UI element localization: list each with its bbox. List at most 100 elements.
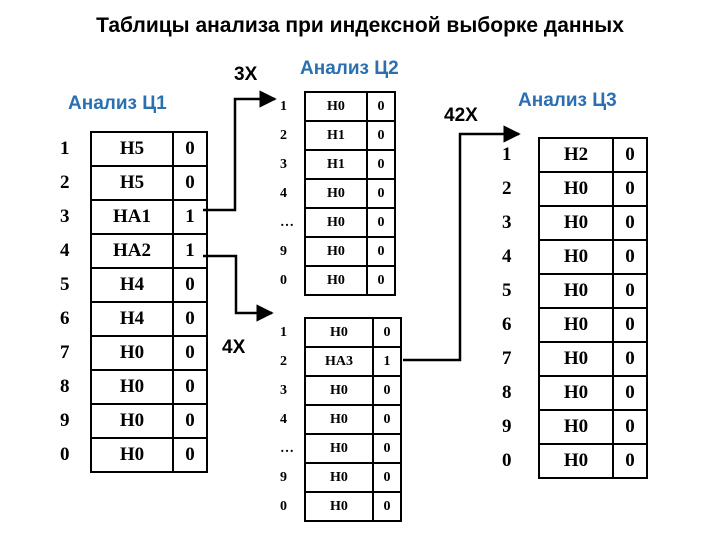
analysis-label-c1: Анализ Ц1: [68, 93, 167, 114]
row-flag: 0: [372, 462, 402, 493]
row-flag: 0: [612, 341, 648, 377]
row-code: H0: [304, 236, 368, 267]
row-index: 3: [280, 382, 287, 398]
row-flag: 0: [612, 409, 648, 445]
analysis-label-c2: Анализ Ц2: [300, 58, 399, 79]
row-flag: 0: [366, 207, 396, 238]
row-code: H0: [538, 341, 614, 377]
row-flag: 0: [372, 375, 402, 406]
row-flag: 0: [172, 369, 208, 405]
row-flag: 1: [172, 199, 208, 235]
row-flag: 0: [366, 236, 396, 267]
row-index: 0: [60, 444, 70, 465]
row-code: H0: [538, 239, 614, 275]
row-index: 4: [502, 246, 512, 267]
row-code: H0: [90, 437, 174, 473]
row-index: 0: [502, 450, 512, 471]
row-index: 3: [60, 206, 70, 227]
row-code: H1: [304, 149, 368, 180]
row-index: 7: [60, 342, 70, 363]
row-code: H0: [304, 178, 368, 209]
row-index: 0: [280, 498, 287, 514]
row-code: H0: [304, 491, 374, 522]
row-index: 9: [60, 410, 70, 431]
row-flag: 1: [372, 346, 402, 377]
multiplier-label-3x: 3X: [234, 64, 258, 85]
row-index: 3: [502, 212, 512, 233]
row-flag: 0: [612, 205, 648, 241]
row-index: 7: [502, 348, 512, 369]
row-flag: 0: [372, 404, 402, 435]
row-index: 0: [280, 272, 287, 288]
row-code: H4: [90, 301, 174, 337]
multiplier-label-4x: 4X: [222, 337, 246, 358]
row-code: HA3: [304, 346, 374, 377]
row-index: 4: [280, 411, 287, 427]
row-flag: 0: [372, 317, 402, 348]
row-flag: 0: [366, 265, 396, 296]
row-index: 1: [502, 144, 512, 165]
row-flag: 0: [366, 91, 396, 122]
multiplier-label-42x: 42X: [444, 105, 478, 126]
row-index: 5: [502, 280, 512, 301]
row-code: H0: [304, 404, 374, 435]
row-flag: 0: [366, 120, 396, 151]
row-code: H0: [538, 443, 614, 479]
row-index: 1: [280, 98, 287, 114]
row-code: H0: [90, 369, 174, 405]
row-index: …: [280, 214, 294, 230]
row-index: 8: [60, 376, 70, 397]
analysis-label-c3: Анализ Ц3: [518, 90, 617, 111]
row-code: H0: [304, 207, 368, 238]
row-code: H0: [304, 375, 374, 406]
row-flag: 0: [172, 403, 208, 439]
row-flag: 0: [172, 335, 208, 371]
row-flag: 0: [172, 165, 208, 201]
row-code: H2: [538, 137, 614, 173]
row-index: 4: [60, 240, 70, 261]
row-flag: 0: [612, 239, 648, 275]
row-index: 2: [60, 172, 70, 193]
arrow-ha3-to-c3: [403, 125, 521, 362]
row-flag: 0: [372, 433, 402, 464]
row-flag: 0: [366, 149, 396, 180]
row-index: 9: [280, 469, 287, 485]
row-index: 6: [60, 308, 70, 329]
row-code: H0: [538, 409, 614, 445]
arrow-ha2-to-c2-lower: [203, 254, 274, 322]
row-flag: 0: [172, 437, 208, 473]
row-code: H0: [538, 307, 614, 343]
row-code: H4: [90, 267, 174, 303]
row-flag: 0: [172, 301, 208, 337]
row-flag: 0: [612, 307, 648, 343]
row-flag: 0: [612, 375, 648, 411]
row-code: H5: [90, 165, 174, 201]
row-code: H0: [304, 91, 368, 122]
row-code: H0: [304, 265, 368, 296]
row-flag: 0: [612, 171, 648, 207]
row-flag: 0: [366, 178, 396, 209]
